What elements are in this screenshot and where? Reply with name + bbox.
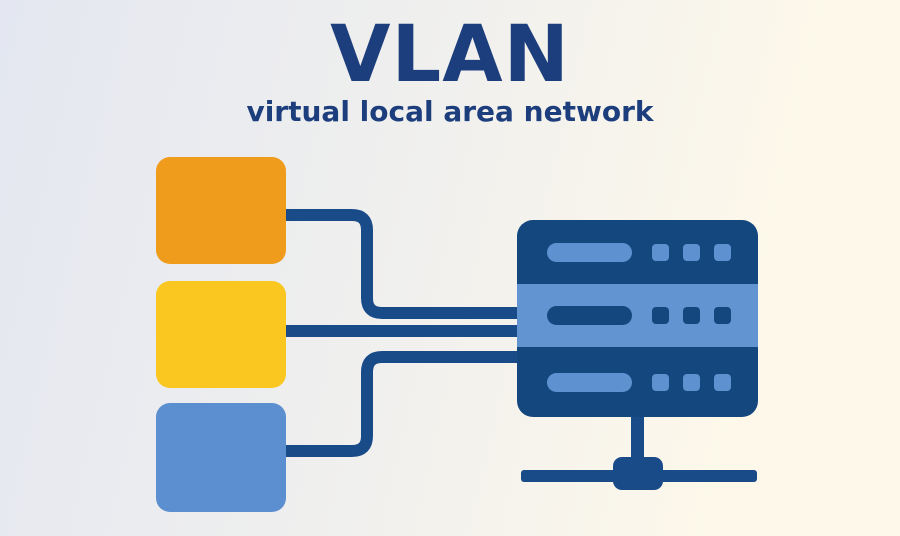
- port-icon: [714, 307, 731, 324]
- switch-unit-3-ports: [652, 373, 731, 391]
- port-icon: [652, 307, 669, 324]
- backbone-junction-node: [613, 457, 663, 490]
- switch-unit-2-slot-bar: [547, 306, 632, 325]
- switch-unit-1-slot-bar: [547, 242, 632, 262]
- vlan-client-orange: [156, 157, 286, 264]
- switch-unit-1: [517, 220, 758, 284]
- page-title: VLAN: [330, 10, 570, 100]
- port-icon: [683, 243, 700, 261]
- port-icon: [714, 373, 731, 391]
- switch-unit-3-slot-bar: [547, 372, 632, 392]
- wire-blue-client-to-switch: [286, 351, 520, 457]
- vlan-client-yellow: [156, 281, 286, 388]
- switch-unit-2-ports: [652, 307, 731, 324]
- switch-downlink-stem: [631, 410, 644, 465]
- switch-unit-3: [517, 347, 758, 417]
- wire-orange-client-to-switch: [286, 209, 520, 319]
- port-icon: [652, 373, 669, 391]
- port-icon: [683, 307, 700, 324]
- switch-unit-1-ports: [652, 243, 731, 261]
- port-icon: [683, 373, 700, 391]
- port-icon: [714, 243, 731, 261]
- vlan-client-blue: [156, 403, 286, 512]
- port-icon: [652, 243, 669, 261]
- network-switch: [517, 220, 758, 417]
- page-subtitle: virtual local area network: [246, 95, 654, 128]
- switch-unit-2: [517, 284, 758, 347]
